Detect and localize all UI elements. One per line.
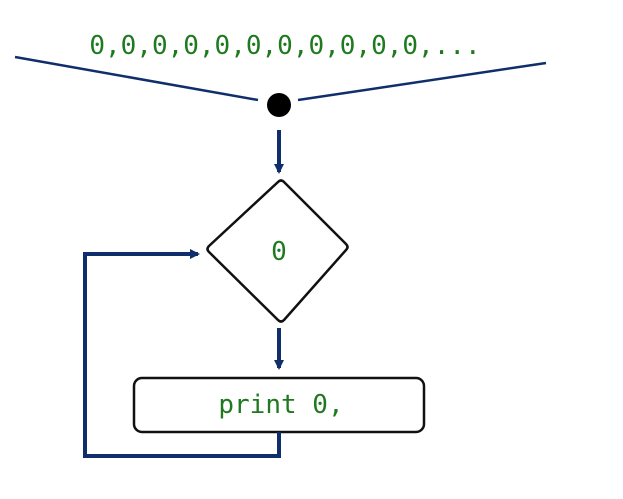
decision-diamond — [206, 179, 349, 323]
input-stream-text: 0,0,0,0,0,0,0,0,0,0,0,... — [89, 31, 480, 61]
loop-back-line — [83, 249, 281, 458]
funnel-line-left — [14, 55, 259, 102]
action-label: print 0, — [218, 390, 343, 420]
decision-label: 0 — [271, 237, 287, 267]
junction-dot — [267, 93, 291, 117]
funnel-line-right — [297, 61, 547, 102]
